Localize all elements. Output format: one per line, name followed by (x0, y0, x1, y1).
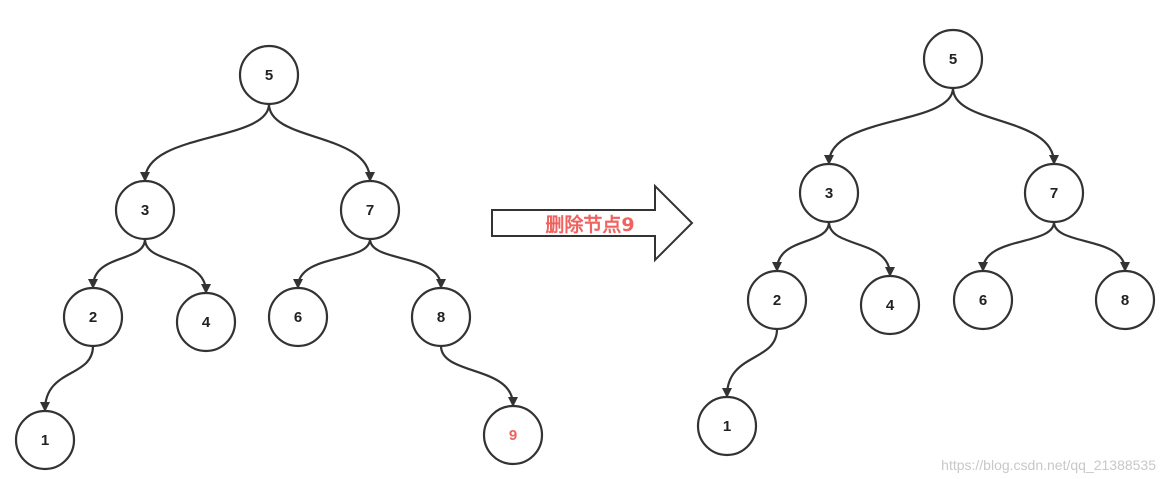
tree-node-deleted: 9 (482, 404, 544, 466)
tree-node: 3 (114, 179, 176, 241)
node-label: 5 (949, 51, 957, 68)
before-tree-edges (40, 103, 518, 412)
watermark-url: https://blog.csdn.net/qq_21388535 (941, 457, 1156, 473)
tree-edge (772, 221, 831, 272)
tree-edge (40, 345, 95, 412)
tree-node: 4 (175, 291, 237, 353)
tree-edge (439, 345, 518, 407)
node-label: 3 (825, 185, 833, 202)
tree-node: 1 (14, 409, 76, 471)
node-label: 4 (202, 314, 211, 331)
tree-edge (824, 87, 955, 165)
tree-edge (827, 221, 895, 277)
after-tree-edges (722, 87, 1130, 398)
node-label: 8 (1121, 292, 1129, 309)
tree-node: 4 (859, 274, 921, 336)
tree-edge (293, 238, 372, 289)
tree-edge (88, 238, 147, 289)
tree-node: 5 (238, 44, 300, 106)
tree-edge (1052, 221, 1130, 272)
tree-node: 1 (696, 395, 758, 457)
node-label: 3 (141, 202, 149, 219)
before-tree: 5 3 7 2 4 6 8 1 (14, 44, 544, 471)
node-label: 7 (366, 202, 374, 219)
tree-node: 6 (267, 286, 329, 348)
node-label: 9 (509, 427, 517, 444)
block-arrow-icon (491, 183, 694, 263)
tree-edge (722, 328, 779, 398)
tree-edge (267, 103, 375, 182)
tree-node: 2 (62, 286, 124, 348)
tree-node: 7 (339, 179, 401, 241)
tree-edge (951, 87, 1059, 165)
tree-node: 5 (922, 28, 984, 90)
tree-node: 6 (952, 269, 1014, 331)
tree-node: 2 (746, 269, 808, 331)
tree-edge (368, 238, 446, 289)
node-label: 8 (437, 309, 445, 326)
node-label: 6 (294, 309, 302, 326)
node-label: 1 (723, 418, 731, 435)
operation-label: 删除节点9 (545, 213, 634, 236)
tree-edge (978, 221, 1056, 272)
node-label: 6 (979, 292, 987, 309)
node-label: 4 (886, 297, 895, 314)
tree-node: 8 (1094, 269, 1156, 331)
tree-node: 7 (1023, 162, 1085, 224)
node-label: 5 (265, 67, 273, 84)
tree-node: 3 (798, 162, 860, 224)
node-label: 1 (41, 432, 49, 449)
tree-node: 8 (410, 286, 472, 348)
tree-edge (140, 103, 271, 182)
node-label: 7 (1050, 185, 1058, 202)
tree-edge (143, 238, 211, 294)
operation-arrow: 删除节点9 (491, 183, 694, 263)
after-tree: 5 3 7 2 4 6 8 1 (696, 28, 1156, 457)
node-label: 2 (89, 309, 97, 326)
node-label: 2 (773, 292, 781, 309)
